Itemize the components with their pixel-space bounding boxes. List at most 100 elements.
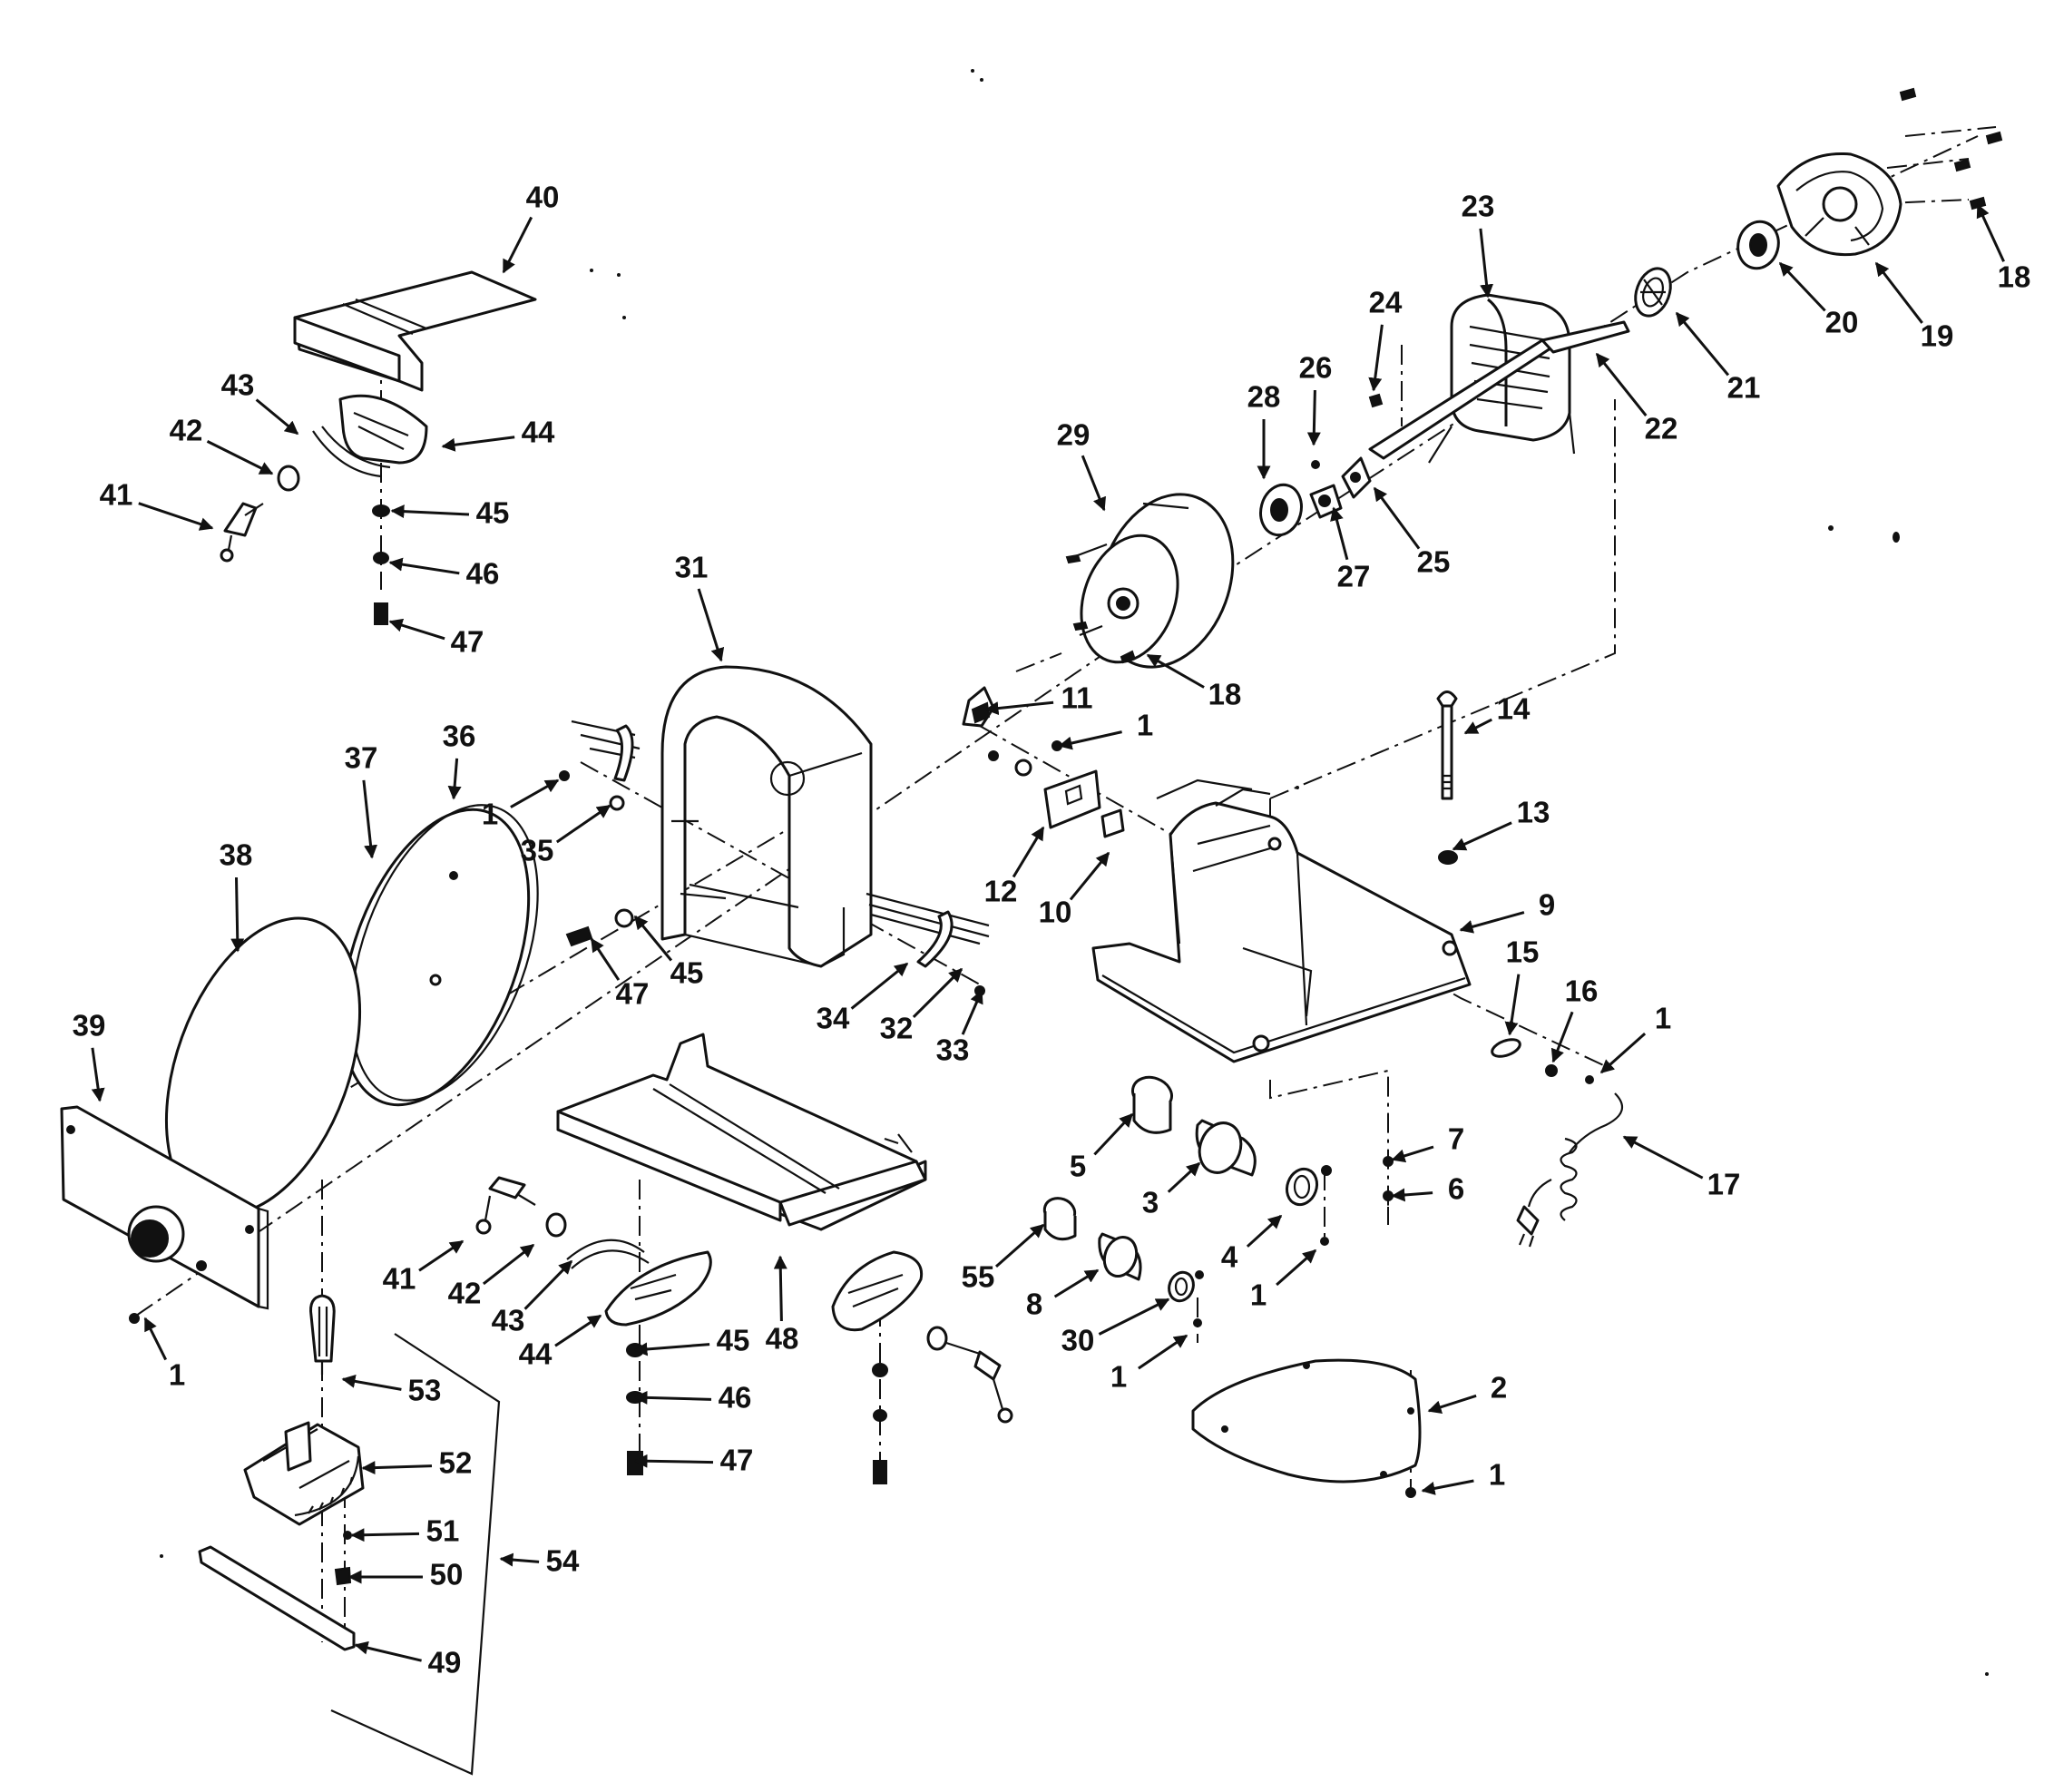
callout-arrow-c24 xyxy=(1368,324,1384,392)
callout-arrow-c9 xyxy=(1459,911,1525,934)
callout-arrow-c1g xyxy=(1421,1479,1474,1495)
callout-arrow-c45a xyxy=(390,504,470,519)
callout-label-c27: 27 xyxy=(1337,560,1371,593)
callout-label-c51: 51 xyxy=(426,1514,460,1548)
disc-plate xyxy=(340,804,539,1107)
callout-arrow-c37 xyxy=(362,779,378,859)
switch-assembly xyxy=(962,686,1125,838)
callout-label-c4: 4 xyxy=(1221,1240,1238,1274)
callout-label-c18a: 18 xyxy=(1998,260,2031,294)
callout-arrow-c19 xyxy=(1874,261,1923,324)
callout-arrow-c54 xyxy=(499,1552,540,1567)
callout-arrow-c29 xyxy=(1081,455,1106,512)
callout-arrow-c14 xyxy=(1463,718,1492,735)
callout-label-c7: 7 xyxy=(1448,1122,1464,1156)
callout-label-c47c: 47 xyxy=(720,1444,754,1477)
callout-arrow-c1e xyxy=(1276,1249,1317,1287)
callout-arrow-c6 xyxy=(1391,1188,1433,1202)
callout-label-c45b: 45 xyxy=(670,956,704,990)
table xyxy=(556,1033,927,1231)
callout-arrow-c44b xyxy=(554,1314,602,1347)
power-cord xyxy=(1491,1038,1624,1248)
callout-label-c1e: 1 xyxy=(1250,1278,1267,1312)
callout-arrow-c43 xyxy=(255,398,299,436)
callout-label-c32: 32 xyxy=(880,1012,914,1045)
callout-label-c31: 31 xyxy=(675,551,709,584)
callout-label-c1a: 1 xyxy=(482,798,498,831)
callout-label-c36: 36 xyxy=(443,720,476,753)
disc-guard xyxy=(660,665,873,968)
callout-arrow-c3 xyxy=(1167,1161,1201,1193)
callout-arrow-c12 xyxy=(1012,826,1045,878)
trunnion-lower-right xyxy=(831,1250,1013,1484)
callout-label-c5: 5 xyxy=(1070,1150,1086,1183)
callout-arrow-c53 xyxy=(341,1374,402,1391)
callout-label-c3: 3 xyxy=(1142,1186,1159,1219)
callout-label-c43: 43 xyxy=(221,368,255,402)
callout-arrow-c45b xyxy=(633,915,673,962)
callout-arrow-c43b xyxy=(523,1259,573,1310)
callout-arrow-c35 xyxy=(555,804,611,844)
callout-arrow-c31 xyxy=(697,588,725,662)
callout-arrow-c41b xyxy=(418,1239,465,1272)
callout-label-c20: 20 xyxy=(1825,306,1859,339)
callout-label-c42: 42 xyxy=(170,414,203,447)
callout-label-c38: 38 xyxy=(220,838,253,872)
callout-label-c45c: 45 xyxy=(717,1324,750,1357)
callout-label-c10: 10 xyxy=(1039,896,1072,929)
callout-label-c12: 12 xyxy=(984,875,1018,908)
callout-arrow-c40 xyxy=(502,216,533,274)
callout-label-c24: 24 xyxy=(1369,286,1403,319)
callout-label-c47b: 47 xyxy=(616,977,650,1011)
callout-label-c45a: 45 xyxy=(476,496,510,530)
callout-label-c46a: 46 xyxy=(466,557,500,591)
callout-label-c1c: 1 xyxy=(1137,709,1153,742)
callout-label-c1b: 1 xyxy=(169,1358,185,1392)
callout-label-c13: 13 xyxy=(1517,796,1550,829)
callout-label-c14: 14 xyxy=(1497,692,1531,726)
callout-arrow-c8 xyxy=(1053,1268,1100,1298)
guard-hardware xyxy=(559,720,990,996)
callout-label-c16: 16 xyxy=(1565,974,1599,1008)
miter-gauge-bracket xyxy=(330,1333,501,1776)
bottom-plate xyxy=(1191,1358,1422,1498)
callout-label-c1f: 1 xyxy=(1110,1360,1127,1394)
callout-arrow-c26 xyxy=(1306,389,1321,446)
callout-label-c8: 8 xyxy=(1026,1288,1042,1321)
callout-arrow-c39 xyxy=(91,1047,105,1102)
callout-label-c48: 48 xyxy=(766,1322,799,1356)
callout-arrow-c36 xyxy=(447,758,462,800)
bearing-assembly xyxy=(1259,393,1384,537)
callout-arrow-c42 xyxy=(206,440,274,475)
callout-label-c41b: 41 xyxy=(383,1262,416,1296)
callout-label-c17: 17 xyxy=(1707,1168,1741,1201)
callout-arrow-c32 xyxy=(912,967,963,1018)
callout-label-c39: 39 xyxy=(73,1009,106,1043)
callout-arrow-c27 xyxy=(1330,506,1349,561)
callout-label-c49: 49 xyxy=(428,1646,462,1679)
callout-arrow-c1b xyxy=(143,1317,168,1361)
callout-arrow-c16 xyxy=(1550,1011,1574,1063)
specks xyxy=(160,69,1989,1676)
callout-arrow-c1d xyxy=(1599,1032,1647,1074)
callout-arrow-c34 xyxy=(850,962,909,1010)
callout-label-c54: 54 xyxy=(546,1544,580,1578)
callout-label-c44b: 44 xyxy=(519,1337,553,1371)
callout-arrow-c1c xyxy=(1058,730,1122,750)
callout-arrow-c45c xyxy=(633,1342,710,1356)
callout-arrow-c15 xyxy=(1504,974,1521,1036)
rear-end-assembly xyxy=(1634,87,2003,318)
callout-arrow-c46a xyxy=(388,557,460,575)
callout-label-c50: 50 xyxy=(430,1558,464,1591)
callout-arrow-c11 xyxy=(984,700,1054,716)
callout-label-c55: 55 xyxy=(962,1260,995,1294)
callout-label-c47a: 47 xyxy=(451,625,484,659)
callout-label-c33: 33 xyxy=(936,1033,970,1067)
callout-arrow-c25 xyxy=(1373,486,1421,550)
callout-label-c6: 6 xyxy=(1448,1172,1464,1206)
callout-arrow-c2 xyxy=(1427,1394,1477,1415)
callout-arrow-c42b xyxy=(482,1243,535,1286)
table-top-upper xyxy=(293,270,537,392)
callout-label-c43b: 43 xyxy=(492,1304,525,1337)
